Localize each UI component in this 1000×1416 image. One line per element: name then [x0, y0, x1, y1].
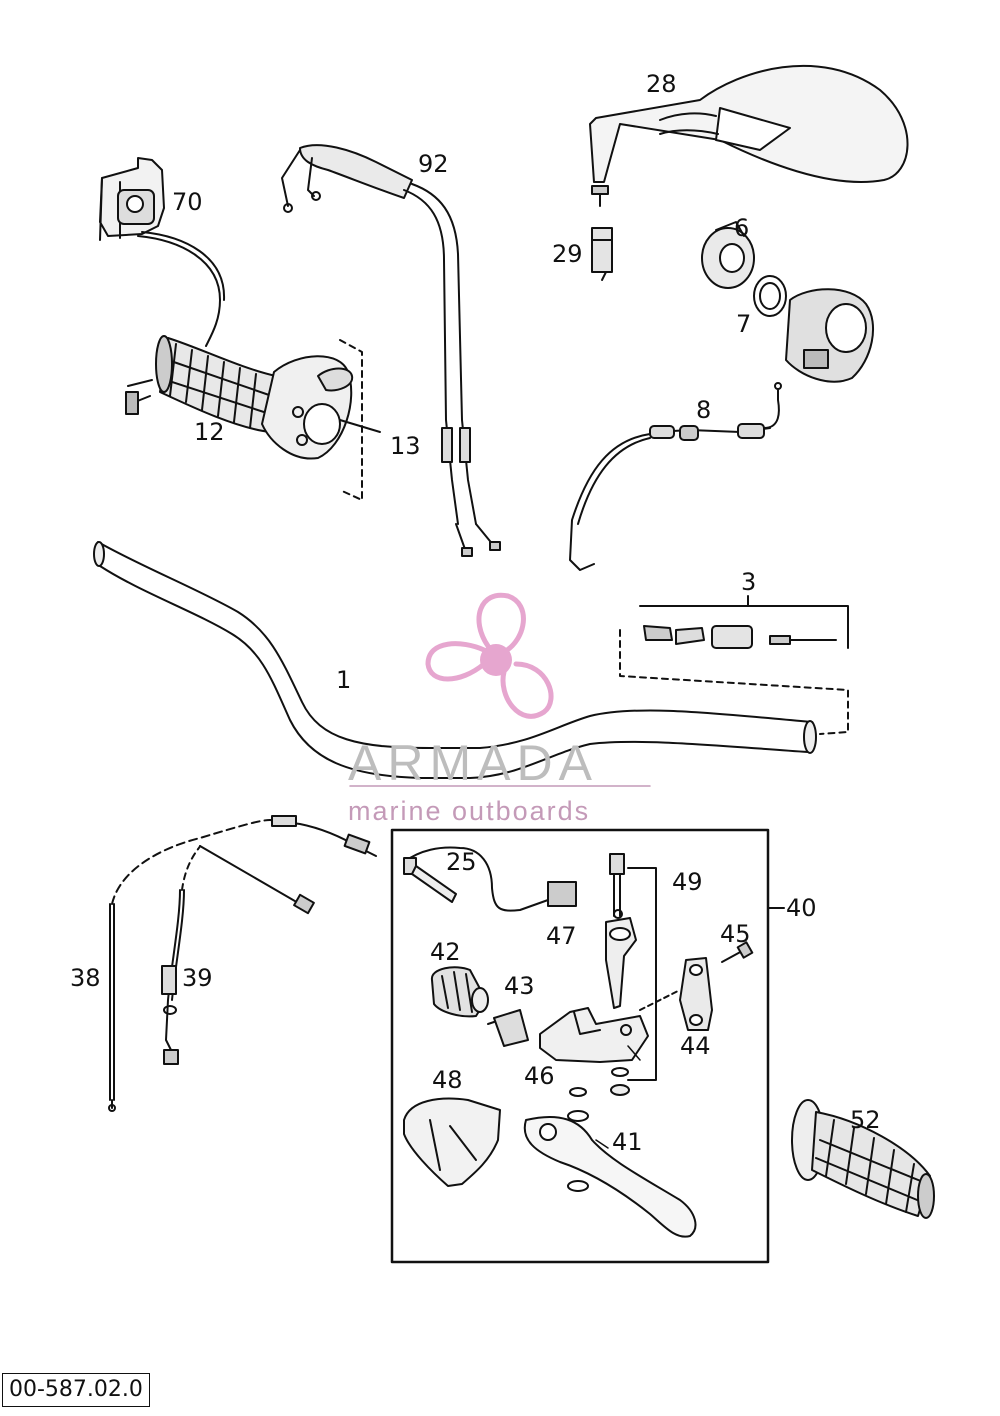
callout-6: 6: [734, 214, 749, 242]
washers: [567, 1067, 630, 1192]
part-12-throttle-grip: [125, 335, 354, 460]
callout-40: 40: [786, 894, 817, 922]
callout-70: 70: [172, 188, 203, 216]
part-43-adjuster: [487, 1009, 529, 1047]
callout-38: 38: [70, 964, 101, 992]
leader-lines: [595, 1045, 641, 1149]
part-45-screw: [721, 941, 754, 963]
callout-47: 47: [546, 922, 577, 950]
callout-25: 25: [446, 848, 477, 876]
document-id: 00-587.02.0: [2, 1373, 150, 1407]
callout-28: 28: [646, 70, 677, 98]
callout-39: 39: [182, 964, 213, 992]
callout-13: 13: [390, 432, 421, 460]
callout-46: 46: [524, 1062, 555, 1090]
part-48-cover: [403, 1097, 501, 1187]
part-1-handlebar: [93, 541, 817, 779]
callout-1: 1: [336, 666, 351, 694]
callout-52: 52: [850, 1106, 881, 1134]
part-25-brake-switch: [403, 846, 577, 912]
callout-43: 43: [504, 972, 535, 1000]
watermark-tagline: marine outboards: [348, 796, 590, 826]
part-7-ring: [753, 275, 787, 317]
callout-49: 49: [672, 868, 703, 896]
watermark-logo: [425, 592, 554, 719]
part-3-bar-end-kit: [619, 595, 849, 735]
callout-41: 41: [612, 1128, 643, 1156]
callout-92: 92: [418, 150, 449, 178]
callout-8: 8: [696, 396, 711, 424]
part-52-grip: [791, 1099, 935, 1219]
part-38-cable: [108, 819, 271, 1112]
part-92-throttle-cables: [281, 144, 501, 557]
part-49-bolt: [609, 853, 657, 1081]
callout-3: 3: [741, 568, 756, 596]
callout-29: 29: [552, 240, 583, 268]
callout-12: 12: [194, 418, 225, 446]
part-6-clamp: [701, 221, 755, 289]
part-44-clamp: [639, 957, 713, 1031]
part-46-master-cylinder: [539, 1007, 649, 1063]
switch-housing-right: [785, 288, 874, 383]
callout-7: 7: [736, 310, 751, 338]
part-29-adapter: [591, 227, 613, 281]
part-40-group-box: [390, 828, 770, 1264]
part-70-switch-housing: [99, 157, 226, 347]
part-39-cable: [161, 815, 377, 1065]
leader-13: [339, 419, 381, 433]
part-41-brake-lever: [523, 1115, 697, 1238]
callout-48: 48: [432, 1066, 463, 1094]
callout-44: 44: [680, 1032, 711, 1060]
part-8-brake-hose: [569, 382, 782, 571]
part-42-reservoir: [431, 966, 489, 1018]
watermark-brand: ARMADA: [348, 735, 598, 791]
part-28-mirror: [589, 64, 909, 207]
callout-45: 45: [720, 920, 751, 948]
callout-42: 42: [430, 938, 461, 966]
part-47-lever-arm: [605, 917, 637, 1009]
